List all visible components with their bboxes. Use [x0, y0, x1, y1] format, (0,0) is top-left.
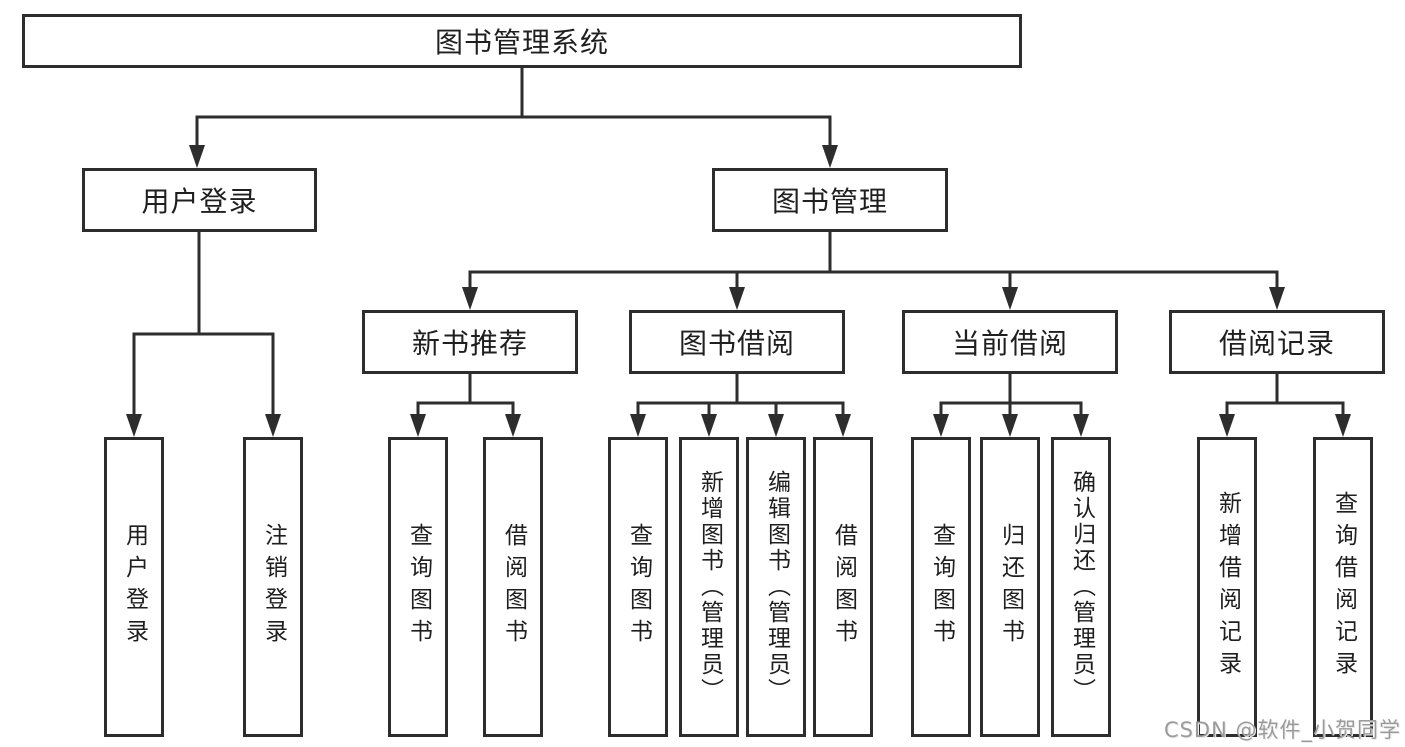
node-label: 查询借阅记录: [1330, 491, 1357, 683]
node-user-login: 用户登录: [82, 168, 317, 232]
node-current-borrowing: 当前借阅: [902, 310, 1118, 374]
node-label: 用户登录: [141, 185, 258, 218]
node-library-management-system: 图书管理系统: [22, 14, 1022, 68]
node-new-book-recommendation: 新书推荐: [362, 310, 578, 374]
node-label: 图书管理系统: [434, 26, 609, 59]
node-label: 新增借阅记录: [1214, 491, 1241, 683]
watermark: CSDN @软件_小贺同学: [1163, 718, 1401, 742]
node-label: 借阅记录: [1218, 327, 1335, 360]
node-borrowing-records: 借阅记录: [1169, 310, 1385, 374]
node-label: 编辑图书（管理员）: [763, 470, 790, 704]
node-label: 图书管理: [771, 185, 888, 218]
leaf-query-borrow-record: 查询借阅记录: [1313, 437, 1373, 737]
node-book-management: 图书管理: [712, 168, 948, 232]
leaf-logout: 注销登录: [243, 437, 303, 737]
leaf-confirm-return-admin: 确认归还（管理员）: [1051, 437, 1111, 737]
leaf-query-book: 查询图书: [911, 437, 971, 737]
leaf-user-login: 用户登录: [104, 437, 164, 737]
leaf-edit-book-admin: 编辑图书（管理员）: [746, 437, 806, 737]
node-label: 借阅图书: [830, 523, 857, 651]
node-label: 确认归还（管理员）: [1068, 470, 1095, 704]
node-label: 新增图书（管理员）: [696, 470, 723, 704]
node-label: 查询图书: [405, 523, 432, 651]
node-label: 新书推荐: [411, 327, 528, 360]
node-book-borrowing: 图书借阅: [629, 310, 845, 374]
node-label: 查询图书: [625, 523, 652, 651]
node-label: 归还图书: [997, 523, 1024, 651]
node-label: 查询图书: [928, 523, 955, 651]
leaf-borrow-book: 借阅图书: [483, 437, 543, 737]
node-label: 借阅图书: [500, 523, 527, 651]
node-label: 图书借阅: [678, 327, 795, 360]
node-label: 注销登录: [260, 523, 287, 651]
leaf-add-book-admin: 新增图书（管理员）: [679, 437, 739, 737]
leaf-borrow-book: 借阅图书: [813, 437, 873, 737]
node-label: 当前借阅: [951, 327, 1068, 360]
node-label: 用户登录: [121, 523, 148, 651]
leaf-add-borrow-record: 新增借阅记录: [1197, 437, 1257, 737]
leaf-query-book: 查询图书: [388, 437, 448, 737]
leaf-return-book: 归还图书: [980, 437, 1040, 737]
leaf-query-book: 查询图书: [608, 437, 668, 737]
